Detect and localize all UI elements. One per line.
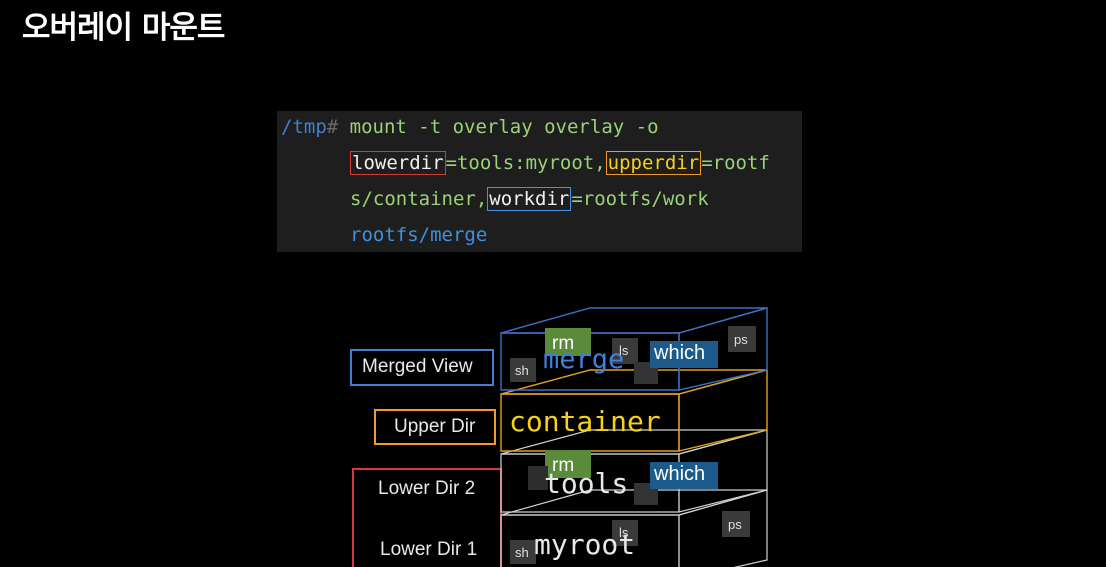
code-lowerdir-key: lowerdir	[350, 151, 446, 175]
merge-file-sh: sh	[515, 363, 529, 378]
code-upperdir-value: =rootf	[701, 152, 770, 174]
merge-file-ps: ps	[734, 332, 748, 347]
myroot-sh-tile	[510, 540, 536, 564]
myroot-ps-tile	[722, 511, 750, 537]
code-line-2: lowerdir=tools:myroot,upperdir=rootf	[350, 151, 770, 175]
tools-file-rm: rm	[552, 455, 575, 476]
label-merged-view: Merged View	[362, 356, 473, 377]
merge-ps-tile	[728, 326, 756, 352]
tools-rm-tile	[545, 450, 591, 478]
merge-file-which: which	[654, 342, 706, 364]
code-line-3: s/container,workdir=rootfs/work	[350, 187, 709, 211]
layer-name-container: container	[509, 405, 661, 438]
upper-dir-box	[374, 409, 496, 445]
layer-name-tools: tools	[544, 467, 629, 500]
code-container-path: s/container,	[350, 188, 488, 210]
code-block: /tmp# mount -t overlay overlay -o lowerd…	[277, 111, 802, 252]
merge-sh-tile	[510, 358, 536, 382]
layer-name-myroot: myroot	[534, 528, 636, 561]
code-merge-target: rootfs/merge	[350, 224, 488, 246]
merge-file-rm: rm	[552, 333, 575, 354]
myroot-file-ls: ls	[619, 525, 629, 540]
layer-name-merge: merge	[543, 344, 625, 375]
tools-which-tile	[650, 462, 718, 489]
label-lower-dir-2: Lower Dir 2	[378, 478, 476, 499]
myroot-ls-tile	[612, 520, 638, 546]
label-upper-dir: Upper Dir	[394, 416, 476, 437]
tools-file-which: which	[654, 463, 706, 485]
layer-merge	[500, 307, 768, 391]
myroot-file-sh: sh	[515, 545, 529, 560]
code-workdir-key: workdir	[487, 187, 572, 211]
code-mount-command: mount -t overlay overlay -o	[338, 116, 659, 138]
code-upperdir-key: upperdir	[605, 151, 702, 175]
label-lower-dir-1: Lower Dir 1	[380, 539, 478, 560]
merge-rm-tile	[545, 328, 591, 356]
merge-ls-tile	[612, 338, 638, 364]
merged-view-box	[350, 349, 494, 386]
tools-gap-tile-2	[528, 466, 548, 490]
code-lowerdir-value: =tools:myroot,	[445, 152, 606, 174]
code-prompt: /tmp	[281, 116, 327, 138]
merge-which-tile	[650, 341, 718, 368]
code-prompt-hash: #	[326, 116, 339, 138]
myroot-file-ps: ps	[728, 517, 742, 532]
code-line-1: /tmp# mount -t overlay overlay -o	[281, 116, 659, 138]
page-title: 오버레이 마운트	[22, 10, 225, 46]
code-workdir-value: =rootfs/work	[571, 188, 709, 210]
merge-file-ls: ls	[619, 343, 629, 358]
